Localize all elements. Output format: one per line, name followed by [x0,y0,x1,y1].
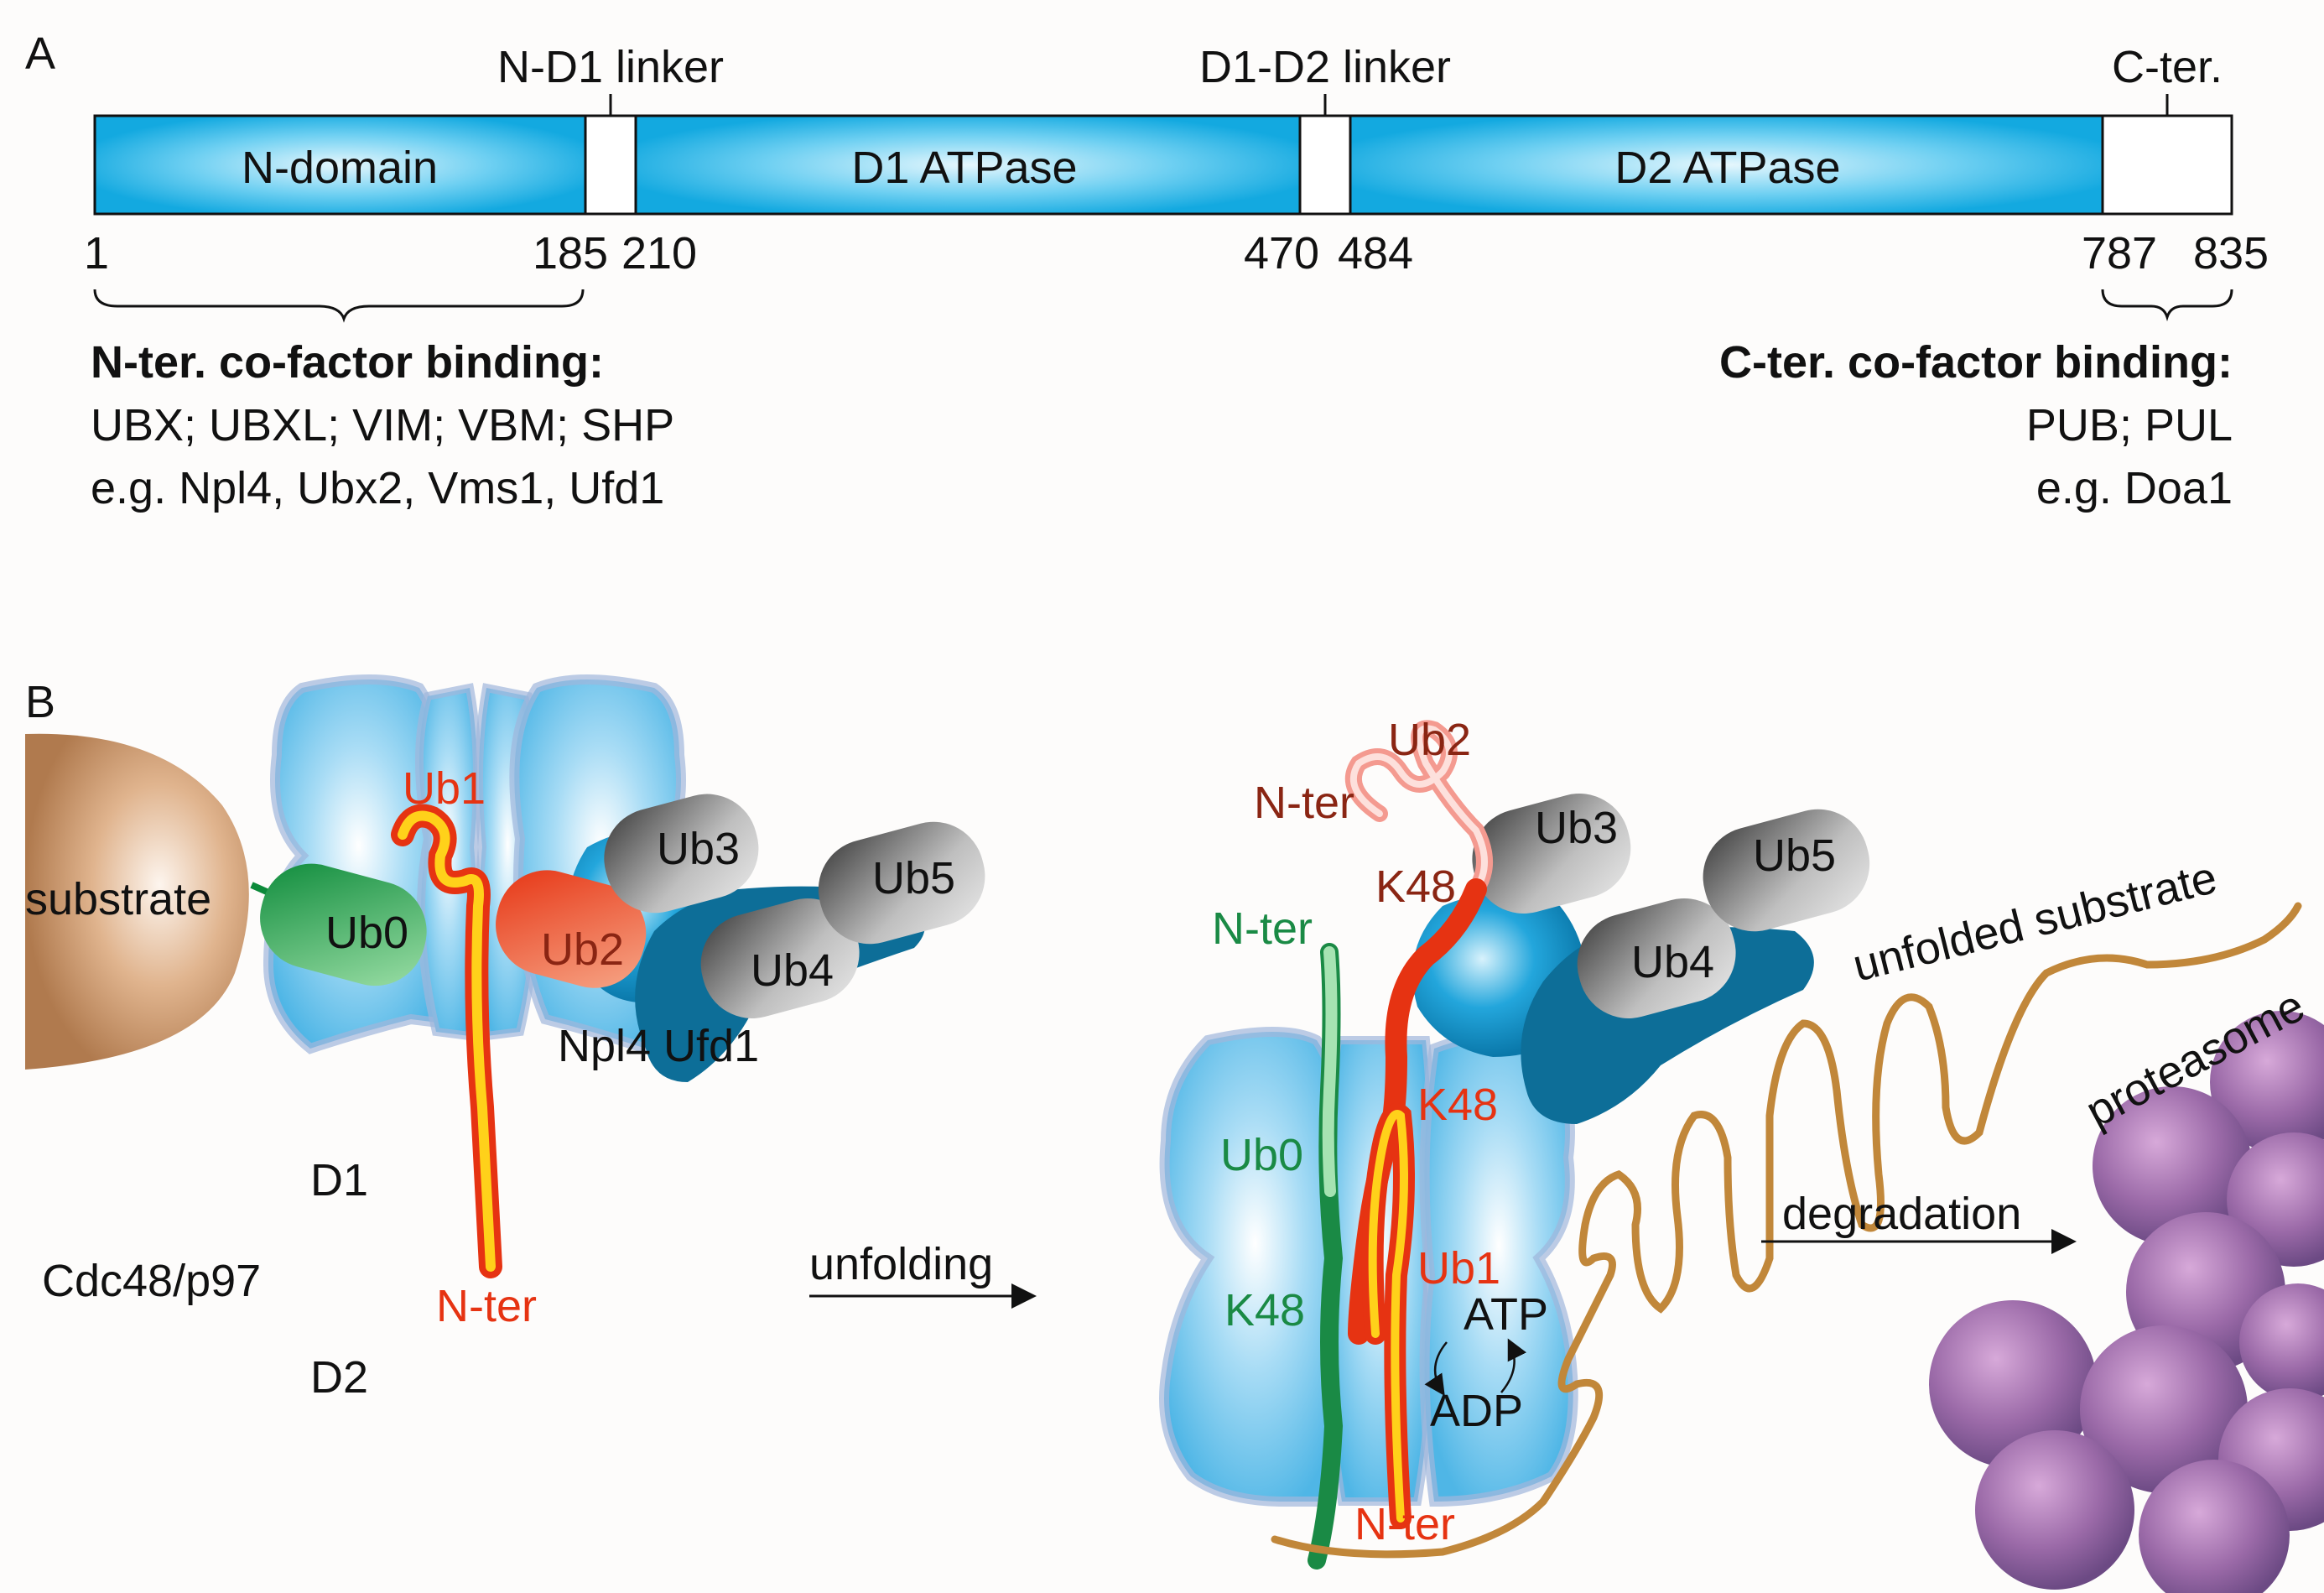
domain-bar [93,114,2233,216]
proteasome-subunit [2210,1011,2324,1153]
cter-examples: e.g. Doa1 [2036,463,2233,513]
pos-484: 484 [1338,228,1413,279]
pos-210: 210 [621,228,697,279]
substrate-label: substrate [25,874,211,924]
n-domain-block [93,114,587,216]
d1-atpase-block [634,114,1302,216]
ub3-label-left: Ub3 [657,824,740,874]
unfolded-substrate-label: unfolded substrate [1848,852,2222,992]
ub3-right [1472,794,1631,914]
ub3-label-right: Ub3 [1535,803,1618,853]
nd1-linker-label: N-D1 linker [497,42,724,92]
cter-brace [2101,289,2233,322]
ub2-left [496,870,647,988]
cter-motifs: PUB; PUL [2026,400,2233,450]
ub4-left [700,898,860,1018]
n-domain-label: N-domain [242,143,438,193]
ub0-label-right: Ub0 [1220,1130,1303,1180]
ub2-loop-inner [1349,725,1488,893]
ub1-chain-left-core [398,810,496,1272]
adp-label: ADP [1430,1386,1523,1436]
k48-ub2-label: K48 [1375,862,1456,912]
substrate-shape [25,733,249,1070]
atp-adp-cycle-arrow-right [1500,1338,1527,1393]
d1-label-left: D1 [310,1155,368,1205]
ub1-label-left: Ub1 [403,763,486,814]
ub0-strand-light [1322,946,1338,1197]
pos-470: 470 [1244,228,1319,279]
ub3-left [604,794,759,914]
proteasome-subunit [1975,1430,2134,1590]
d2-label-left: D2 [310,1352,368,1403]
nter-motifs: UBX; UBXL; VIM; VBM; SHP [91,400,674,450]
pos-185: 185 [533,228,608,279]
ub5-label-right: Ub5 [1753,830,1836,881]
pos-835: 835 [2193,228,2269,279]
proteasome-subunit [2093,1086,2252,1246]
nter-brace [93,289,585,323]
unfolding-label: unfolding [809,1239,993,1289]
nter-ub0-label: N-ter [1212,903,1313,954]
ub1-label-right: Ub1 [1417,1243,1500,1294]
proteasome-subunit [2080,1325,2248,1493]
nter-heading: N-ter. co-factor binding: [91,337,604,388]
d2-atpase-label: D2 ATPase [1614,143,1840,193]
nter-examples: e.g. Npl4, Ubx2, Vms1, Ufd1 [91,463,664,513]
k48-ub1-label: K48 [1417,1080,1498,1130]
degradation-label: degradation [1782,1189,2021,1239]
cter-label: C-ter. [2112,42,2223,92]
nd1-linker-block [584,114,637,216]
ring-right-half-r [1419,1031,1578,1507]
nter-label-left: N-ter [436,1281,537,1331]
ub4-label-left: Ub4 [751,945,834,996]
cter-heading: C-ter. co-factor binding: [1719,337,2233,388]
npl4-ufd1-label: Npl4 Ufd1 [558,1021,759,1071]
proteasome [1929,1011,2324,1593]
proteasome-subunit [2239,1283,2324,1401]
pos-787: 787 [2082,228,2157,279]
k48-ub0-label: K48 [1224,1285,1305,1335]
atp-label: ATP [1464,1289,1548,1340]
cter-block [2101,114,2233,216]
ub2-label-left: Ub2 [541,924,624,975]
d2-atpase-block [1349,114,2104,216]
unfolded-substrate-strand [1271,902,2302,1559]
ring-left-half-r [1159,1027,1351,1507]
ub0-label-left: Ub0 [325,908,408,958]
proteasome-subunit [1929,1300,2097,1468]
ub4-label-right: Ub4 [1631,937,1714,987]
ub2-label-right: Ub2 [1388,715,1471,765]
pos-1: 1 [84,228,109,279]
d1d2-linker-label: D1-D2 linker [1199,42,1451,92]
ub1-hairpin-core [1368,1110,1408,1523]
nter-ub1-label: N-ter [1354,1499,1455,1549]
ub5-label-left: Ub5 [872,853,955,903]
nter-ub2-label: N-ter [1254,778,1354,828]
d1d2-linker-block [1298,114,1352,216]
panel-a-letter: A [25,29,55,79]
complex-label: Cdc48/p97 [42,1256,261,1306]
panel-b-letter: B [25,677,55,727]
atp-adp-cycle-arrow-left [1424,1341,1448,1397]
ub4-right [1577,898,1736,1018]
d1-atpase-label: D1 ATPase [851,143,1077,193]
proteasome-subunit [2139,1460,2290,1593]
ub5-right [1703,809,1870,932]
ub0-left [260,863,427,987]
ub5-left [818,821,985,945]
